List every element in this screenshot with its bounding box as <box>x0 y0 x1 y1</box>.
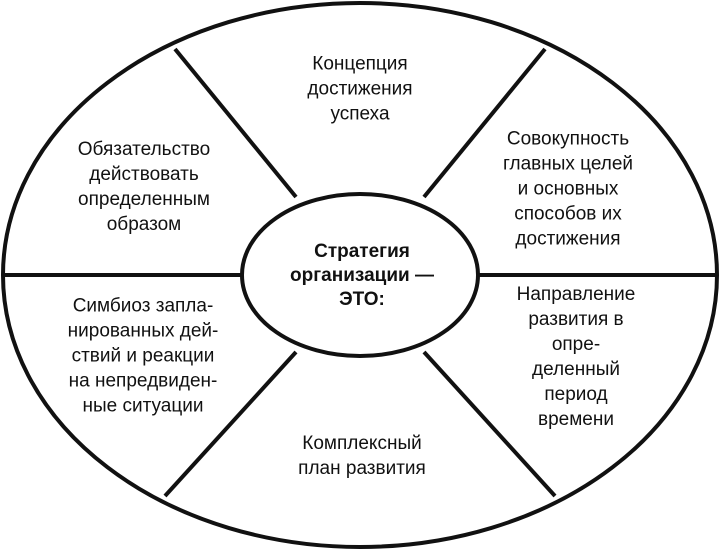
segment-top-label: Концепция достижения успеха <box>307 53 413 125</box>
divider-upper-left <box>173 47 298 199</box>
segment-bottom-label: Комплексный план развития <box>298 433 426 479</box>
segment-lower-right-label: Направление развития в опре- деленный пе… <box>516 284 636 430</box>
segment-lower-left-label: Симбиоз запла- нированных дей- ствий и р… <box>67 295 219 417</box>
divider-upper-right <box>422 47 547 199</box>
segment-upper-left-label: Обязательство действовать определенным о… <box>77 139 211 235</box>
divider-lower-left <box>163 350 298 498</box>
inner-ellipse <box>240 192 480 358</box>
segment-upper-right-label: Совокупность главных целей и основных сп… <box>502 128 634 250</box>
divider-lower-right <box>422 350 557 498</box>
center-label: Стратегия организации — ЭТО: <box>290 241 434 310</box>
